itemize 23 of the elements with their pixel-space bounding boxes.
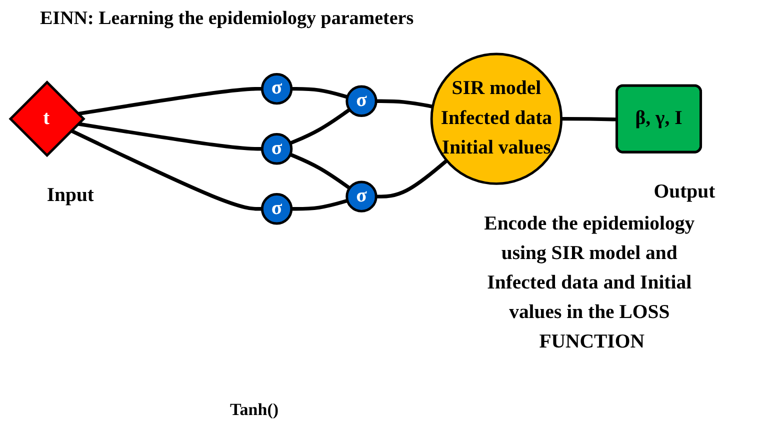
connector (70, 129, 262, 211)
network-diagram: t σ σ σ σ σ SIR model Infected data Initial values β, γ, I Input Encode the epidemiology using SIR model and Infected data and Initial values in the LOSS FUNCTION Output (0, 30, 762, 400)
connector (78, 122, 262, 151)
node-label: Encode the epidemiology using SIR model and Infected data and Initial values in the LOSS FUNCTION (484, 213, 695, 353)
node-diamond (8, 80, 86, 158)
connector (376, 99, 434, 108)
connector (290, 152, 351, 190)
connector (290, 108, 351, 145)
node-circle (430, 52, 563, 185)
node-label: Output (654, 182, 716, 203)
node-circle (346, 85, 378, 117)
layer-label: Tanh() (230, 400, 279, 419)
node-circle (260, 72, 293, 105)
node-circle (260, 193, 293, 225)
node-circle (260, 133, 293, 165)
connector (291, 198, 348, 211)
connector (78, 86, 262, 116)
node-label: Input (46, 185, 94, 206)
connector (291, 86, 348, 99)
node-circle (346, 180, 378, 212)
connector (376, 159, 448, 198)
diagram-title: EINN: Learning the epidemiology parameters (40, 8, 415, 30)
connector (561, 117, 618, 122)
